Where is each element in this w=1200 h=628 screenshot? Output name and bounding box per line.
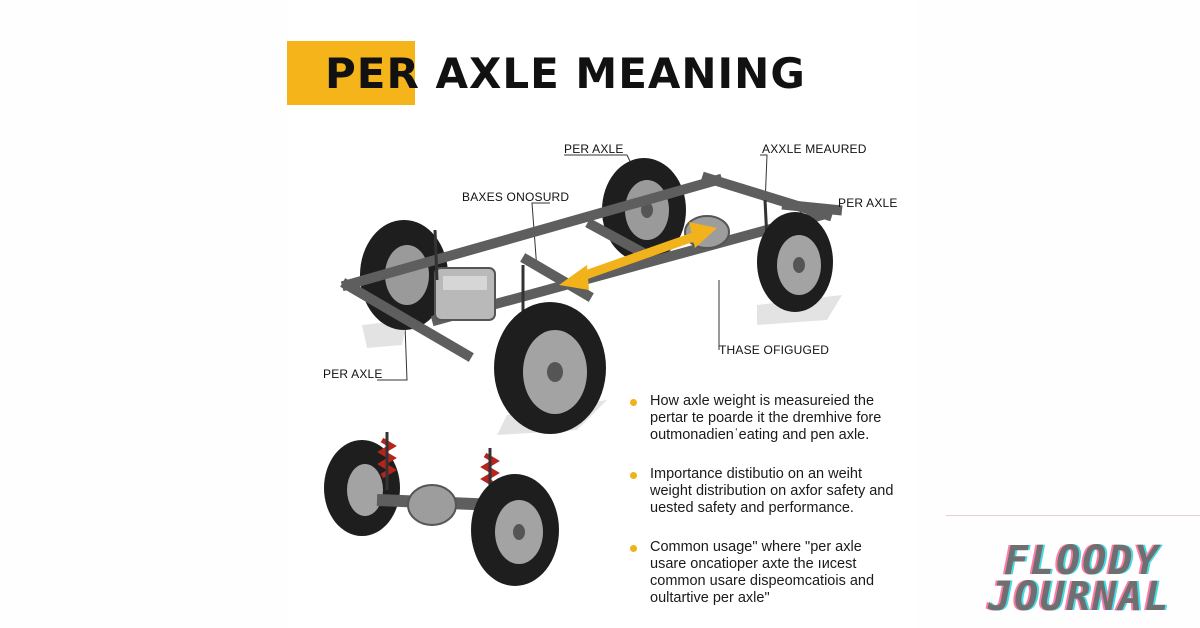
label-thase-ofiguged: THASE OFIGUGED (719, 343, 830, 357)
label-per-axle-right: PER AXLE (838, 196, 898, 210)
bullet-list: How axle weight is measureied the pertar… (630, 393, 900, 628)
bullet-dot-icon (630, 545, 637, 552)
bullet-dot-icon (630, 399, 637, 406)
weight-arrow (559, 222, 717, 290)
title-text: PER AXLE MEANING (287, 49, 806, 98)
axle-assembly (324, 432, 559, 586)
title-highlight-word: PER (325, 48, 420, 98)
label-baxes-onosurd: BAXES ONOSURD (462, 190, 570, 204)
label-axle-meaured: AXXLE MEAURED (762, 142, 867, 156)
title-highlight-block (287, 41, 415, 105)
page-background-left (0, 0, 287, 628)
frame-rails (340, 171, 843, 362)
bullet-text: Common usage" where "per axle usare onca… (650, 539, 875, 606)
list-item: Common usage" where "per axle usare onca… (630, 539, 900, 607)
page-background-right (917, 0, 1200, 628)
page-title: PER AXLE MEANING (287, 41, 806, 105)
engine-block (434, 267, 496, 321)
label-per-axle-top: PER AXLE (564, 142, 624, 156)
bullet-dot-icon (630, 472, 637, 479)
bullet-text: How axle weight is measureied the pertar… (650, 393, 882, 443)
floody-journal-logo: FLOODY JOURNAL (946, 515, 1200, 628)
chassis-diagram (324, 154, 843, 586)
title-rest: AXLE MEANING (435, 48, 806, 98)
list-item: How axle weight is measureied the pertar… (630, 393, 900, 444)
rear-right-wheel (757, 212, 833, 312)
logo-line-2: JOURNAL (988, 574, 1171, 620)
list-item: Importance distibutio on an weiht weight… (630, 466, 900, 517)
bullet-text: Importance distibutio on an weiht weight… (650, 466, 894, 516)
front-right-wheel (494, 302, 606, 434)
label-per-axle-left: PER AXLE (323, 367, 383, 381)
rear-left-wheel (602, 158, 686, 262)
logo-line-1: FLOODY (1004, 538, 1161, 584)
